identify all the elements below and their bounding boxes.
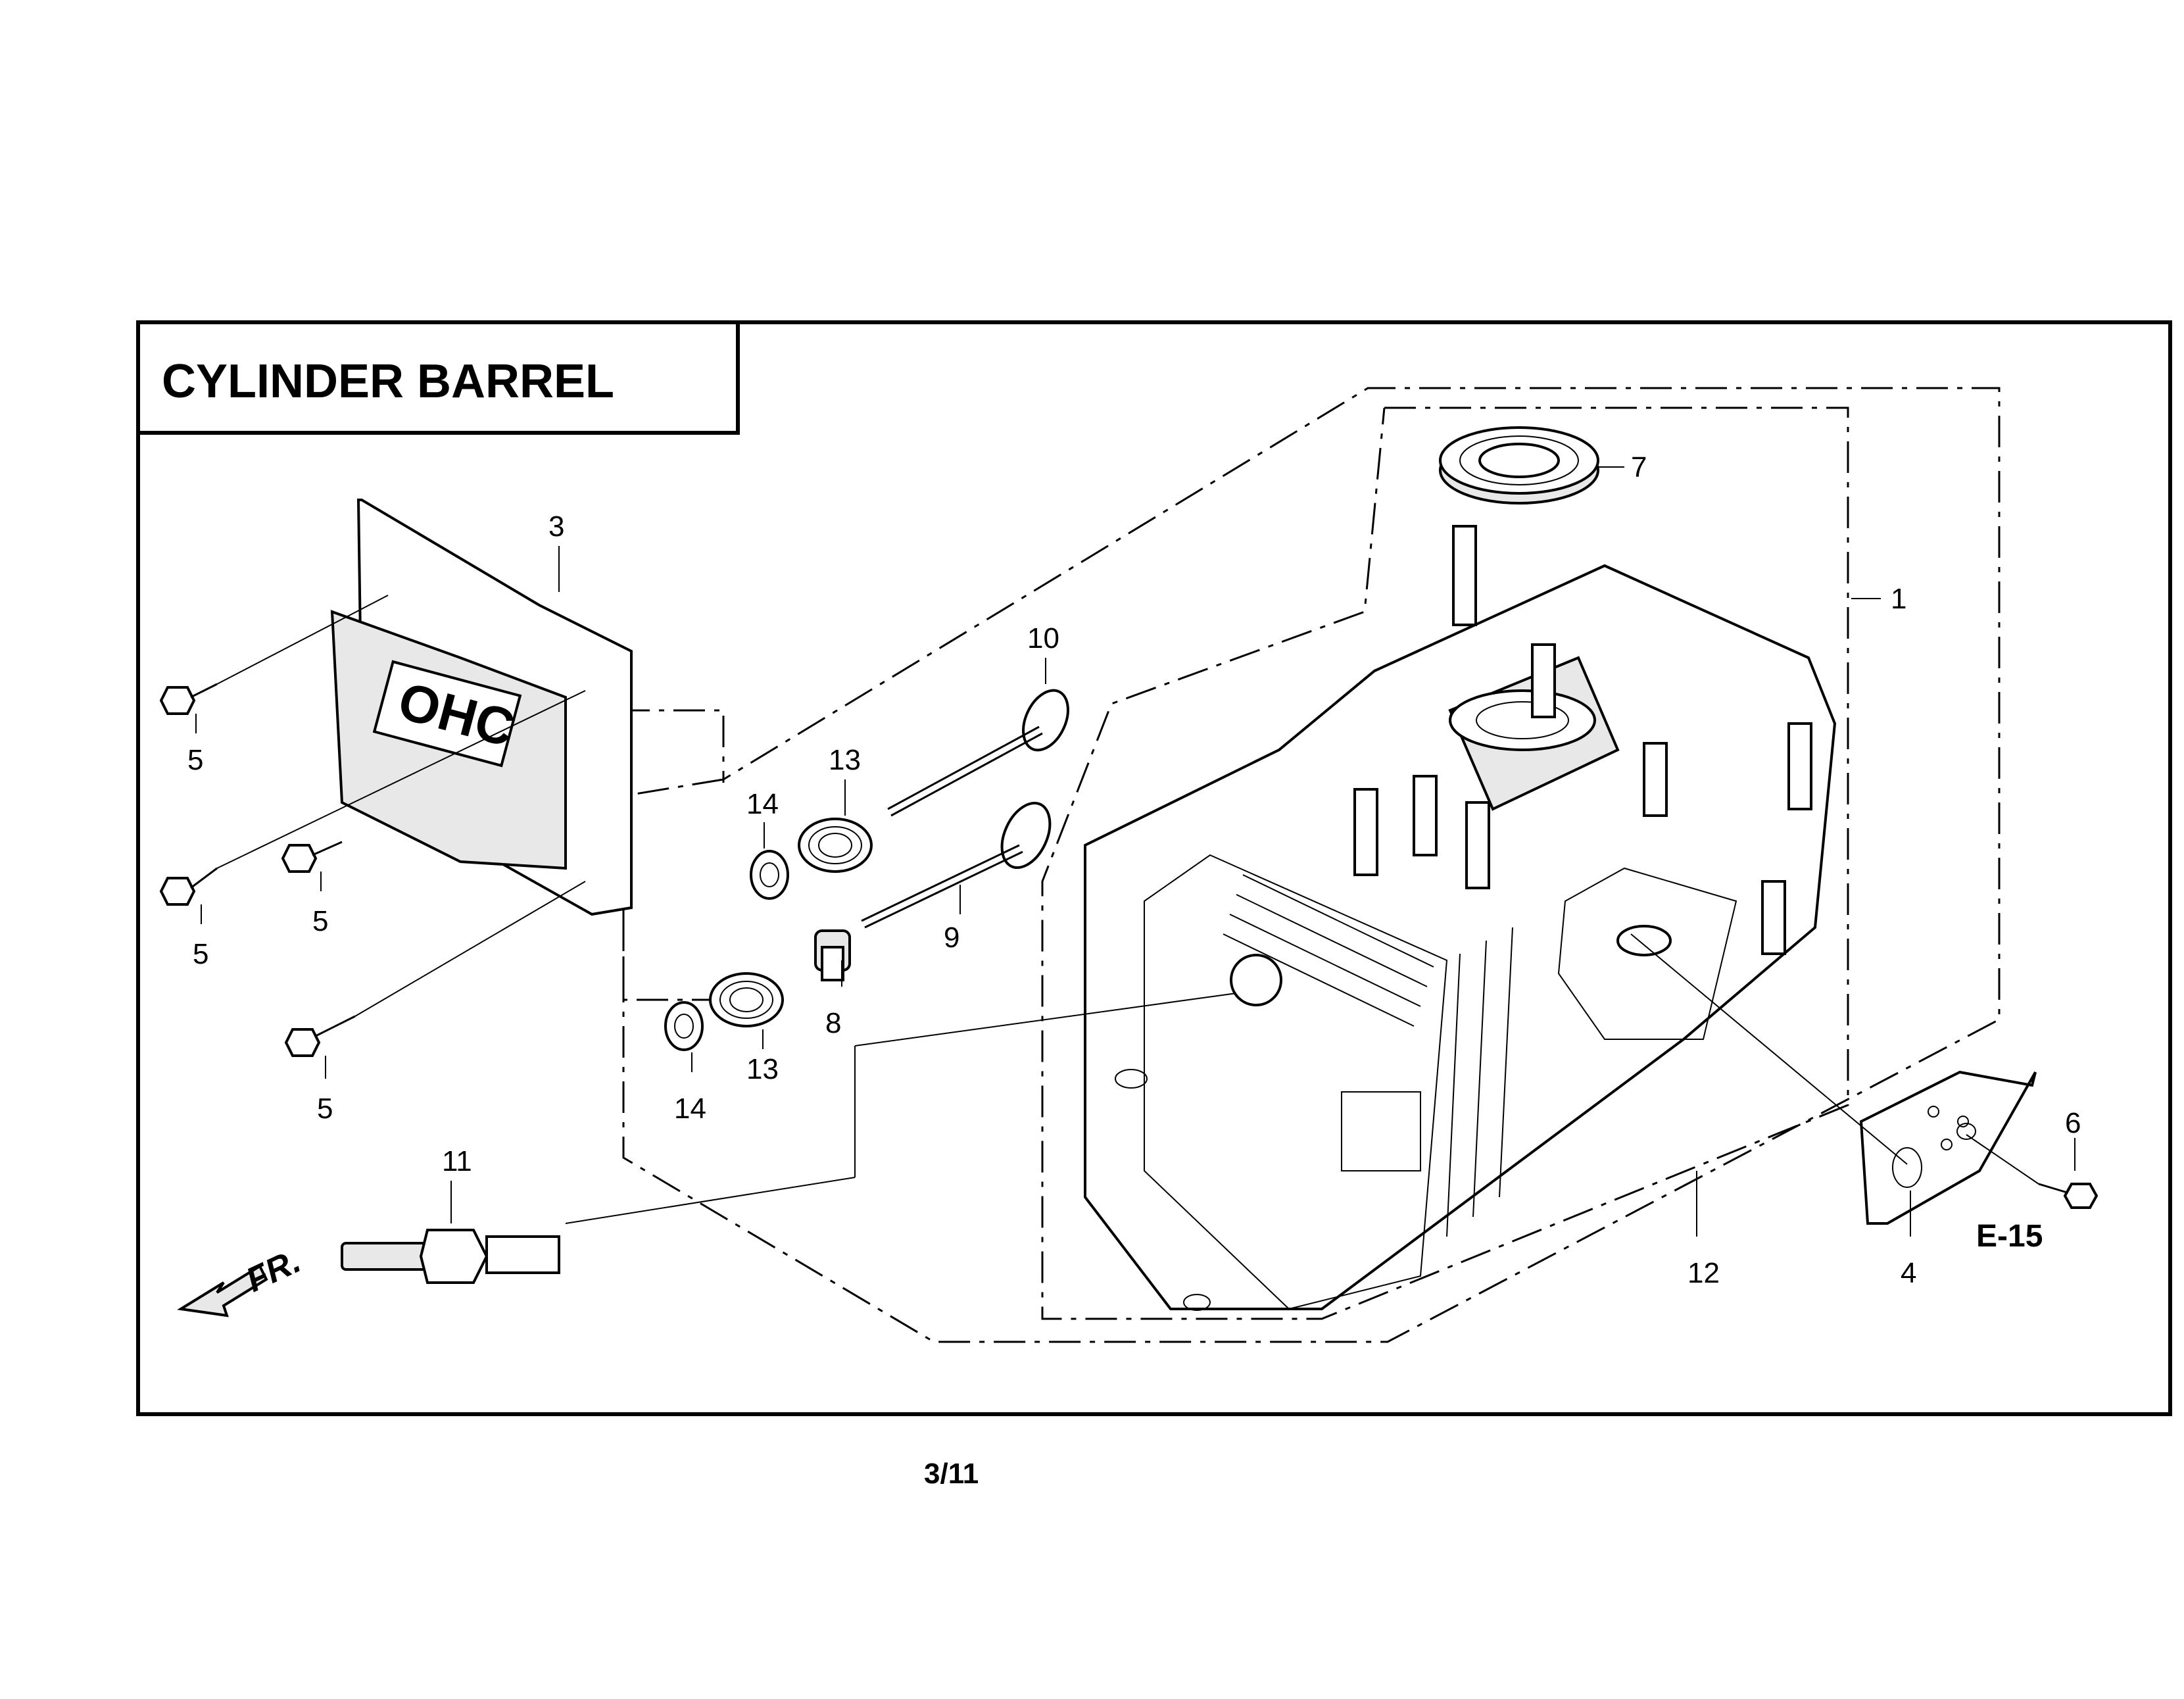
callout-10: 8 xyxy=(825,960,842,1039)
callout-4: 4 xyxy=(1901,1191,1916,1289)
valve-group-outline xyxy=(622,387,2001,1343)
front-marker: FR. xyxy=(177,1242,306,1317)
callout-3: 3 xyxy=(548,510,564,592)
diagram-title: CYLINDER BARREL xyxy=(162,355,614,408)
callout-13: 13 xyxy=(746,1029,779,1085)
callout-1: 1 xyxy=(1851,583,1906,615)
callout-7: 7 xyxy=(1598,451,1647,483)
gasket-plate-part xyxy=(1630,933,2037,1225)
valve-stem-seal-part xyxy=(814,929,851,981)
callout-14: 14 xyxy=(746,788,779,849)
callout-5: 5 xyxy=(187,714,203,776)
callout-14: 14 xyxy=(674,1052,706,1125)
spring-retainer-part xyxy=(664,1001,704,1051)
callout-label: 6 xyxy=(2065,1107,2081,1139)
valve-spring-part xyxy=(798,818,873,873)
callout-label: 14 xyxy=(674,1093,706,1125)
oil-seal-part xyxy=(1439,426,1599,505)
valve-upper-part xyxy=(887,689,1069,817)
callout-5: 5 xyxy=(193,904,208,970)
callout-label: 14 xyxy=(746,788,779,820)
callout-label: 13 xyxy=(746,1053,779,1085)
cylinder-barrel-outline xyxy=(1041,406,1849,1320)
callout-label: 12 xyxy=(1687,1257,1720,1289)
bolt-part xyxy=(159,595,389,715)
callout-label: 11 xyxy=(442,1145,472,1177)
callout-label: 9 xyxy=(944,922,959,954)
valve-lower-part xyxy=(861,801,1052,929)
callout-label: 1 xyxy=(1891,583,1906,615)
callout-12: 10 xyxy=(1027,622,1059,684)
callout-label: 10 xyxy=(1027,622,1059,654)
bolt-part xyxy=(159,690,586,906)
spark-plug-part xyxy=(341,993,1237,1284)
page-reference: E-15 xyxy=(1976,1219,2043,1254)
callout-9: 12 xyxy=(1687,1171,1720,1289)
front-marker-label: FR. xyxy=(241,1242,306,1300)
bolt-part xyxy=(284,881,586,1057)
cylinder-barrel-part xyxy=(1084,525,1837,1311)
callout-label: 3 xyxy=(548,510,564,543)
title-box: CYLINDER BARREL xyxy=(136,320,740,435)
callout-6: 6 xyxy=(2065,1107,2081,1171)
callout-label: 8 xyxy=(825,1007,841,1039)
callout-label: 5 xyxy=(317,1093,333,1125)
valve-spring-part xyxy=(709,972,784,1027)
bolt-part xyxy=(281,841,343,873)
cylinder-head-cover-part: OHC xyxy=(330,499,633,916)
callout-label: 5 xyxy=(193,938,208,970)
callout-11: 9 xyxy=(944,885,961,954)
callout-label: 5 xyxy=(312,905,328,937)
page-number: 3/11 xyxy=(924,1458,979,1490)
bolt-part xyxy=(1966,1134,2099,1209)
callout-label: 7 xyxy=(1631,451,1647,483)
callout-label: 5 xyxy=(187,744,203,776)
callout-5: 5 xyxy=(312,872,328,937)
callout-label: 4 xyxy=(1901,1257,1916,1289)
head-assembly-outline xyxy=(622,709,725,1001)
callout-label: 13 xyxy=(829,744,861,776)
spring-retainer-part xyxy=(750,850,789,900)
callout-8: 11 xyxy=(442,1145,472,1223)
callout-13: 13 xyxy=(829,744,861,816)
reference-label: E-15 xyxy=(1976,1219,2043,1254)
callout-5: 5 xyxy=(317,1056,333,1125)
diagram-frame xyxy=(136,320,2172,1416)
